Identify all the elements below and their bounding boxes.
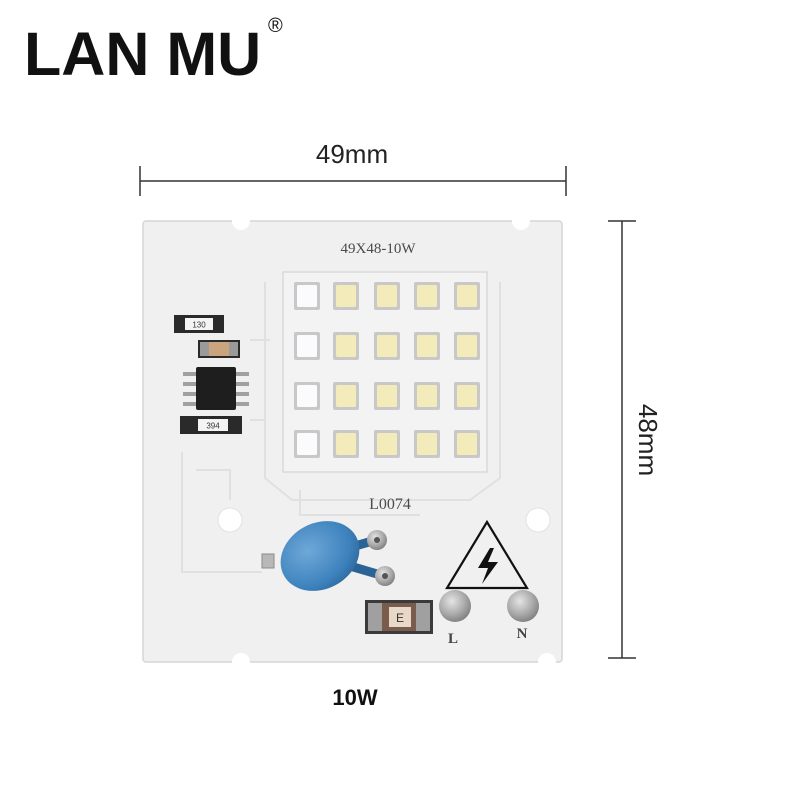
led-chip [374, 332, 400, 360]
terminal-pad-neutral [507, 590, 539, 622]
led-phosphor [336, 433, 356, 455]
fuse-terminal [416, 603, 430, 631]
led-phosphor [297, 433, 317, 455]
led-phosphor [457, 385, 477, 407]
resistor-bottom-code: 394 [206, 422, 220, 431]
led-chip [333, 332, 359, 360]
height-dimension: 48mm [608, 220, 663, 659]
model-label: 49X48-10W [341, 241, 417, 257]
small-smd-component [261, 553, 275, 569]
led-phosphor [457, 433, 477, 455]
led-phosphor [417, 285, 437, 307]
led-chip [374, 282, 400, 310]
led-chip [374, 382, 400, 410]
led-chip [454, 332, 480, 360]
led-chip [414, 382, 440, 410]
ic-pin [183, 392, 197, 396]
led-chip [333, 282, 359, 310]
led-phosphor [417, 433, 437, 455]
led-chip [333, 382, 359, 410]
resistor-top-code: 130 [192, 321, 206, 330]
fuse-marking: E [396, 611, 404, 625]
capacitor-terminal [200, 342, 209, 356]
ic-pin [235, 372, 249, 376]
warning-triangle [445, 519, 529, 590]
ic-pin [183, 372, 197, 376]
terminal-label-neutral: N [517, 626, 528, 642]
copper-traces [181, 282, 501, 573]
led-phosphor [336, 385, 356, 407]
led-phosphor [377, 385, 397, 407]
ic-body [196, 367, 236, 410]
mounting-hole [525, 507, 551, 533]
led-chip [454, 382, 480, 410]
led-chip [333, 430, 359, 458]
resistor-bottom-face [198, 419, 228, 431]
ic-pin [235, 382, 249, 386]
led-chip [294, 332, 320, 360]
ic-pin [183, 402, 197, 406]
terminal-pad-live [439, 590, 471, 622]
width-label: 49mm [316, 139, 388, 169]
capacitor-terminal [229, 342, 238, 356]
board-notch [232, 653, 250, 671]
varistor [280, 521, 395, 591]
power-label: 10W [332, 685, 377, 710]
led-phosphor [417, 385, 437, 407]
led-chip [414, 332, 440, 360]
height-label: 48mm [633, 404, 663, 476]
board-notch [512, 212, 530, 230]
led-chip [294, 382, 320, 410]
led-phosphor [377, 285, 397, 307]
varistor-disc [280, 521, 360, 591]
resistor-top-face [185, 318, 213, 330]
led-array [294, 282, 480, 458]
led-chip [454, 282, 480, 310]
led-phosphor [457, 285, 477, 307]
high-voltage-warning-icon [445, 519, 529, 590]
led-phosphor [297, 385, 317, 407]
led-phosphor [457, 335, 477, 357]
capacitor-body [209, 342, 229, 356]
capacitor [198, 340, 240, 358]
mounting-hole [217, 507, 243, 533]
fuse-marking-plate [389, 607, 411, 627]
width-dimension: 49mm [139, 139, 567, 196]
led-phosphor [297, 285, 317, 307]
led-chip [414, 430, 440, 458]
registered-mark: ® [268, 15, 283, 37]
resistor-bottom: 394 [180, 416, 242, 434]
ic-pin [235, 402, 249, 406]
lightning-bolt-icon [478, 548, 498, 584]
led-phosphor [377, 433, 397, 455]
fuse-component: E [365, 600, 433, 634]
led-chip [294, 282, 320, 310]
resistor-top: 130 [174, 315, 224, 333]
varistor-lead-end [382, 573, 388, 579]
ic-chip [183, 367, 249, 410]
board-notch [538, 653, 556, 671]
ic-pin [235, 392, 249, 396]
terminal-label-live: L [448, 631, 458, 647]
led-phosphor [377, 335, 397, 357]
code-label: L0074 [369, 496, 411, 513]
led-chip [374, 430, 400, 458]
varistor-lead-end [374, 537, 380, 543]
led-chip [294, 430, 320, 458]
fuse-terminal [368, 603, 382, 631]
led-phosphor [297, 335, 317, 357]
brand-name: LAN MU [24, 20, 261, 88]
led-chip [454, 430, 480, 458]
led-chip [414, 282, 440, 310]
ic-pin [183, 382, 197, 386]
led-phosphor [336, 335, 356, 357]
board-notch [232, 212, 250, 230]
led-phosphor [336, 285, 356, 307]
pcb-board: 49X48-10W L0074 130 [142, 212, 563, 671]
led-phosphor [417, 335, 437, 357]
